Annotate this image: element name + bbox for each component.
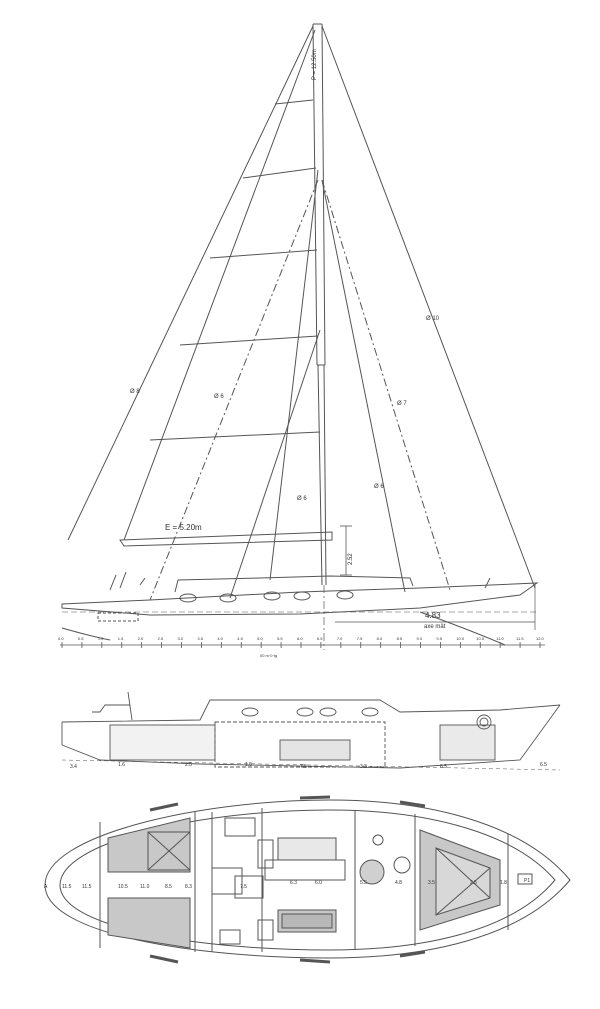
scale-tick-labels: 0.0 0.5 1.0 1.5 2.0 2.5 3.0 3.5 4.0 4.5 5.0 5.5 6.0 6…: [58, 636, 545, 641]
deck-section-label: 1.5: [245, 762, 252, 768]
battens: [149, 99, 321, 441]
scale-tick-label: 2.0: [138, 636, 144, 641]
boom-length-label: E = 5.20m: [165, 523, 202, 532]
scale-tick-label: 5.5: [277, 636, 283, 641]
scale-tick-label: 8.0: [377, 636, 383, 641]
scale-tick-label: 4.5: [237, 636, 243, 641]
scale-tick-label: 11.5: [516, 636, 524, 641]
backstay-label: Ø 8: [130, 389, 140, 395]
mast-height-label: P = 12.50m: [312, 49, 318, 80]
mainsail-leech: [123, 29, 316, 541]
forestay-label: Ø 10: [426, 316, 440, 322]
lower-shroud-fwd: [321, 179, 406, 593]
scale-tick-label: 1.5: [118, 636, 124, 641]
interior-dimension-label: 8.3: [185, 884, 192, 890]
interior-dimension-label: 5.5: [360, 880, 367, 886]
interior-dimension-label: 6.3: [290, 880, 297, 886]
scale-tick-label: 6.0: [297, 636, 303, 641]
backstay: [67, 25, 314, 541]
upper-shroud-aft: [149, 179, 319, 601]
upper-shroud-aft-label: Ø 6: [214, 394, 224, 400]
interior-dimension-label: 11.5: [82, 884, 92, 890]
scale-tick-label: 9.5: [436, 636, 442, 641]
interior-dimension-labels: A 11.5 11.5 10.5 11.0 8.5 8.3 7.5 6.3 6.0 5.5 4.8 3.…: [44, 878, 530, 890]
height-dim-label: 2.52: [348, 553, 354, 565]
scale-tick-label: 3.0: [178, 636, 184, 641]
interior-dimension-label: 7.5: [240, 884, 247, 890]
scale-tick-label: 6.5: [317, 636, 323, 641]
scale-tick-label: 12.0: [536, 636, 545, 641]
scale-tick-label: 0.0: [58, 636, 64, 641]
offset-label: 4.83: [425, 611, 441, 620]
interior-dimension-label: 1.8: [500, 880, 507, 886]
scale-tick-label: 7.5: [357, 636, 363, 641]
deck-section-label: 7.5: [300, 764, 307, 770]
scale-tick-label: 9.0: [417, 636, 423, 641]
deck-section-labels: 3.4 1.6 2.5 1.5 7.5 3.3 6.5 6.5: [70, 762, 547, 770]
interior-dimension-label: 10.5: [118, 884, 128, 890]
hull-profile: [61, 571, 539, 646]
interior-dimension-label: 11.0: [140, 884, 150, 890]
cap-shroud: [321, 179, 451, 591]
mast: [312, 23, 327, 586]
forestay: [321, 25, 536, 589]
interior-plan: [44, 795, 571, 964]
scale-label: 00 m·0·tg: [260, 653, 277, 658]
deck-section-label: 6.5: [540, 762, 547, 768]
sail-plan: [67, 23, 536, 601]
scale-tick-label: 0.5: [78, 636, 84, 641]
interior-dimension-label: 6.0: [315, 880, 322, 886]
aft-lower-shroud: [269, 169, 319, 581]
scale-ruler: [60, 642, 545, 648]
scale-tick-label: 4.0: [217, 636, 223, 641]
scale-tick-label: 11.0: [496, 636, 504, 641]
interior-dimension-label: 11.5: [62, 884, 72, 890]
interior-dimension-label: 8.5: [165, 884, 172, 890]
scale-tick-label: 2.5: [158, 636, 164, 641]
deck-section-label: 2.5: [185, 762, 192, 768]
deck-section-label: 3.3: [360, 764, 367, 770]
scale-tick-label: 10.0: [456, 636, 465, 641]
lower-shroud-fwd-label: Ø 6: [374, 484, 384, 490]
scale-tick-label: 5.0: [257, 636, 263, 641]
cap-shroud-label: Ø 7: [397, 401, 407, 407]
scale-tick-label: 3.5: [197, 636, 203, 641]
boom: [119, 531, 333, 547]
interior-dimension-label: 3.5: [428, 880, 435, 886]
interior-dimension-label: P1: [524, 878, 530, 884]
scale-tick-label: 8.5: [397, 636, 403, 641]
interior-dimension-label: A: [44, 884, 48, 890]
interior-dimension-label: 4.8: [395, 880, 402, 886]
lower-shroud-aft-label: Ø 6: [297, 496, 307, 502]
scale-tick-label: 7.0: [337, 636, 343, 641]
deck-section-label: 3.4: [70, 764, 77, 770]
scale-tick-label: 1.0: [98, 636, 104, 641]
interior-dimension-label: 2.5: [470, 880, 477, 886]
deck-section-label: 6.5: [440, 764, 447, 770]
mast-axis: [323, 585, 536, 650]
offset-sub-label: axe mât: [424, 624, 446, 630]
lower-shroud-aft: [229, 329, 321, 599]
deck-profile: [61, 691, 561, 771]
scale-tick-label: 10.5: [476, 636, 485, 641]
deck-section-label: 1.6: [118, 762, 125, 768]
